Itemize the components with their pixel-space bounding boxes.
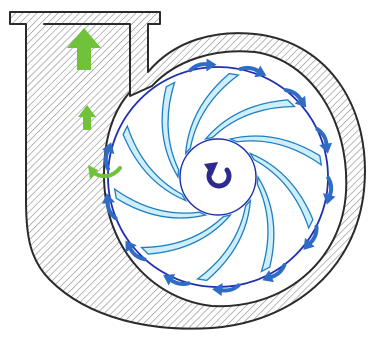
impeller-hub (180, 139, 256, 215)
impeller (108, 67, 328, 287)
